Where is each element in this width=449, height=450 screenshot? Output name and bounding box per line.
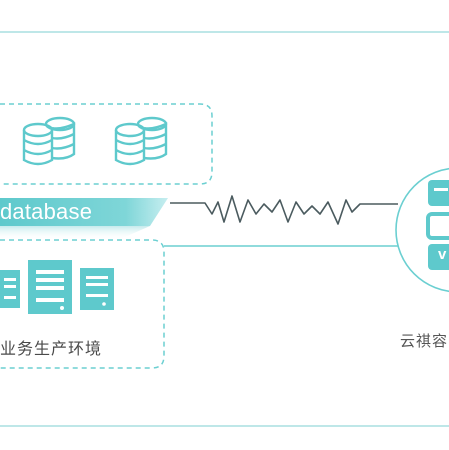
- database-icon: [114, 116, 168, 166]
- server-tower-icon: [0, 270, 20, 308]
- database-banner: [0, 198, 168, 226]
- cloud-stack-icon: [426, 180, 449, 270]
- database-group-box: [0, 103, 213, 185]
- database-banner-label: database: [0, 199, 93, 224]
- production-env-box: [0, 239, 165, 369]
- server-tower-icon: [28, 260, 72, 314]
- database-icon: [22, 116, 76, 166]
- cloud-icon-letter: v: [438, 246, 447, 263]
- cloud-node-label: 云祺容: [400, 332, 449, 350]
- server-tower-icon: [80, 268, 114, 310]
- banner-shadow: [0, 226, 150, 240]
- production-env-label: 业务生产环境: [0, 339, 103, 358]
- zigzag-connection-icon: [170, 195, 398, 225]
